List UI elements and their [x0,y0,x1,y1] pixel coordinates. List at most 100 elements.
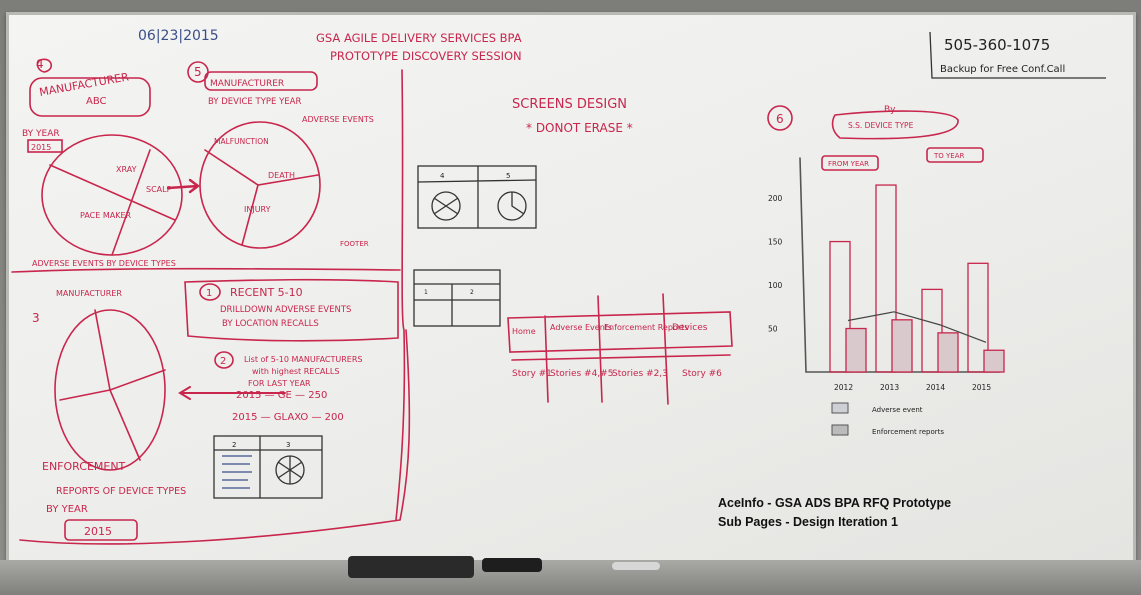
thumb-mid-label-2: 2 [470,289,474,296]
manufacturer-box-4 [29,77,151,117]
pie-5-label-1: MALFUNCTION [214,137,269,146]
thumb-top-label-2: 5 [506,172,510,180]
bar-enforcement-2014 [937,332,959,373]
thumb-bottom-label-1: 2 [232,441,236,449]
device-type-selector [831,110,959,140]
device-type-selector-text: S.S. DEVICE TYPE [848,121,914,130]
adverse-by-device-text: ADVERSE EVENTS BY DEVICE TYPES [32,259,176,268]
phone-note: Backup for Free Conf.Call [940,64,1065,75]
thumb-top-label-1: 4 [440,172,445,180]
caption-line-2: Sub Pages - Design Iteration 1 [718,515,898,529]
image-caption: AceInfo - GSA ADS BPA RFQ Prototype Sub … [718,494,951,532]
section-3-number: 3 [32,311,40,325]
legend-swatch-enforcement [831,424,849,436]
notes-box-1 [184,278,399,342]
eraser [348,556,474,578]
caption-line-1: AceInfo - GSA ADS BPA RFQ Prototype [718,496,952,510]
from-year-text: FROM YEAR [828,160,869,168]
pie-chart-3 [54,309,166,471]
x-tick-2014: 2014 [926,383,945,392]
to-year-text: TO YEAR [933,152,964,160]
thumbnail-bottom [213,435,323,499]
outline-bottom [19,329,411,545]
pie-chart-4 [41,134,183,256]
note-2-number: 2 [220,356,226,367]
home-header-2: Adverse Events [550,323,612,332]
manufacturer-box-5 [204,71,318,91]
section-6-marker [767,105,793,131]
pie-chart-5 [199,121,321,249]
do-not-erase-text: * DONOT ERASE * [526,121,633,135]
thumb-bottom-label-2: 3 [286,441,290,449]
pie-4-label-2: SCALP [146,185,172,194]
legend-label-adverse: Adverse event [872,406,923,414]
story-2: Stories #4,#5 [550,369,613,379]
by-device-type-text: BY DEVICE TYPE YEAR [208,97,301,107]
y-tick-100: 100 [768,281,783,290]
trend-line [847,311,987,343]
date-text: 06|23|2015 [138,28,219,44]
home-header-1: Home [512,327,536,336]
phone-box [929,31,1106,79]
note-1-line2: DRILLDOWN ADVERSE EVENTS [220,305,351,315]
section-4-number: 4 [36,57,44,71]
to-year-button [926,147,984,163]
marker-cap [612,562,660,570]
x-tick-2013: 2013 [880,383,899,392]
bar-adverse-2014 [921,288,943,373]
bar-chart [829,184,1005,436]
home-header-3: Enforcement Reports [604,323,688,332]
from-year-button [821,155,879,171]
x-tick-2015: 2015 [972,383,991,392]
by-year-label-4: BY YEAR [22,129,60,139]
board-title-line1: GSA AGILE DELIVERY SERVICES BPA [316,31,522,45]
thumb-mid-label-1: 1 [424,289,428,296]
bar-adverse-2015 [967,262,989,373]
home-header-4: Devices [672,323,708,333]
pie-4-label-3: PACE MAKER [80,211,132,220]
bar-adverse-2012 [829,240,851,373]
bar-adverse-2013 [875,184,897,373]
note-2-line1: List of 5-10 MANUFACTURERS [244,355,362,364]
note-row-1: 2015 — GE — 250 [236,390,327,401]
year-box-3 [64,519,138,541]
marker-tray [0,556,1141,595]
story-1: Story #1 [512,369,552,379]
note-1-line1: RECENT 5-10 [230,286,303,299]
by-year-label-3: BY YEAR [46,504,88,515]
section-5-number: 5 [194,65,202,79]
abc-label: ABC [86,96,107,107]
divider-horizontal [11,267,401,273]
year-box-4 [27,139,63,153]
arrow-4-to-5 [166,178,200,194]
divider-vertical [395,69,406,521]
note-1-line3: BY LOCATION RECALLS [222,319,319,329]
manufacturer-label-3: MANUFACTURER [56,289,122,298]
thumbnail-mid [413,269,501,327]
enforcement-text: ENFORCEMENT [42,460,126,473]
manufacturer-label-4: MANUFACTURER [38,70,130,99]
bar-enforcement-2012 [845,327,867,373]
year-box-4-text: 2015 [31,143,51,152]
y-tick-200: 200 [768,194,783,203]
reports-text: REPORTS OF DEVICE TYPES [56,486,186,497]
arrow-to-3 [178,386,286,400]
story-3: Stories #2,3 [612,369,668,379]
year-box-3-text: 2015 [84,525,112,538]
bar-enforcement-2013 [891,319,913,373]
marker [482,558,542,572]
thumbnail-top [417,165,537,229]
y-tick-50: 50 [768,325,778,334]
note-2-line3: FOR LAST YEAR [248,379,311,388]
manufacturer-label-5: MANUFACTURER [210,79,284,89]
adverse-events-text-5: ADVERSE EVENTS [302,115,374,124]
legend-swatch-adverse [831,402,849,414]
screens-design-text: SCREENS DESIGN [512,97,627,112]
story-4: Story #6 [682,369,722,379]
phone-number: 505-360-1075 [944,36,1050,54]
note-2-line2: with highest RECALLS [252,367,339,376]
legend-label-enforcement: Enforcement reports [872,428,944,436]
section-6-number: 6 [776,112,784,126]
by-label-6: By [884,105,896,115]
